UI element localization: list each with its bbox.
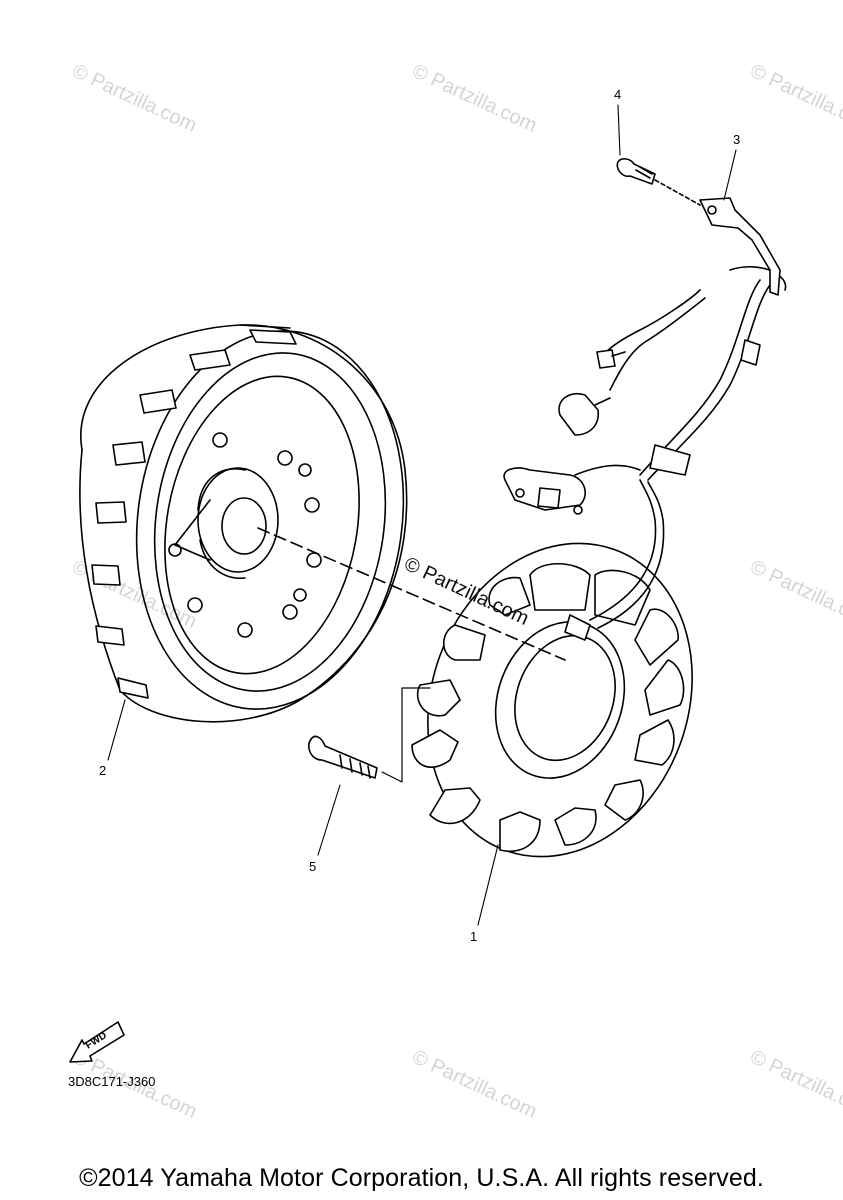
copyright-notice: ©2014 Yamaha Motor Corporation, U.S.A. A… <box>79 1164 764 1192</box>
callout-2: 2 <box>99 763 107 778</box>
flywheel-rotor <box>79 324 408 723</box>
leader-line-2 <box>107 699 126 761</box>
callout-3: 3 <box>733 132 741 147</box>
leader-line-1 <box>477 844 499 926</box>
wire-harness <box>503 265 787 629</box>
callout-5: 5 <box>309 859 317 874</box>
leader-line-4 <box>617 104 621 156</box>
callout-1: 1 <box>470 929 478 944</box>
fwd-arrow-icon: FWD <box>69 1021 125 1063</box>
bracket-screw <box>616 158 781 296</box>
callout-4: 4 <box>614 87 622 102</box>
leader-line-3 <box>723 149 737 201</box>
stator-bolt <box>308 735 378 779</box>
diagram-code: 3D8C171-J360 <box>68 1074 156 1089</box>
leader-line-5 <box>317 784 341 856</box>
stator-coil <box>411 542 693 858</box>
